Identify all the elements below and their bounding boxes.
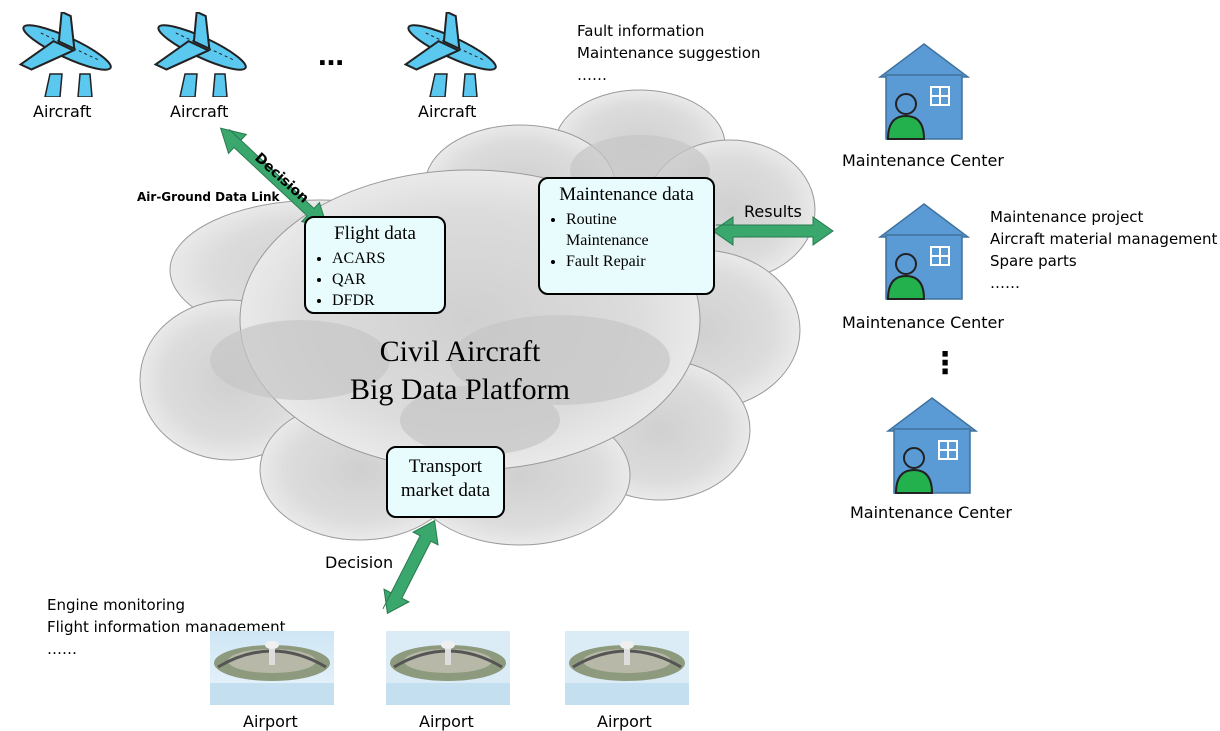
maintenance-center-label: Maintenance Center [842,313,1004,332]
air-ground-arrow [219,127,329,229]
maintenance-data-title: Maintenance data [559,184,694,205]
note-line: Spare parts [990,252,1077,270]
aircraft-label: Aircraft [170,102,229,121]
maintenance-center-house-icon [886,397,978,494]
note-line: Maintenance suggestion [577,44,761,62]
transport-market-box: Transport market data [386,446,505,518]
airport-image [210,631,334,705]
note-line: …… [47,640,77,658]
transport-title-line: Transport [408,456,483,477]
flight-data-item: QAR [332,269,444,290]
airport-image [386,631,510,705]
platform-title: Civil Aircraft Big Data Platform [330,333,590,409]
maintenance-data-item: Fault Repair [566,251,703,272]
flight-data-title: Flight data [334,223,416,244]
maintenance-center-label: Maintenance Center [850,503,1012,522]
maintenance-center-label: Maintenance Center [842,151,1004,170]
results-label: Results [744,202,802,221]
aircraft-label: Aircraft [33,102,92,121]
aircraft-icon [153,12,247,97]
flight-data-item: ACARS [332,248,444,269]
note-line: Fault information [577,22,705,40]
note-line: Aircraft material management [990,230,1218,248]
airport-image [565,631,689,705]
note-line: Engine monitoring [47,596,186,614]
fault-info-note: Fault information Maintenance suggestion… [577,20,761,86]
note-line: …… [990,274,1020,292]
airport-label: Airport [597,712,652,731]
transport-title-line: market data [400,480,491,501]
decision-bottom-label: Decision [325,553,394,572]
flight-data-item: DFDR [332,290,444,311]
flight-data-list: ACARS QAR DFDR [306,248,444,311]
maintenance-project-note: Maintenance project Aircraft material ma… [990,206,1217,294]
airport-label: Airport [243,712,298,731]
maintenance-data-item: Routine Maintenance [566,209,666,251]
maintenance-data-box: Maintenance data Routine Maintenance Fau… [538,177,715,295]
aircraft-icon [403,12,497,97]
maintenance-data-list: Routine Maintenance Fault Repair [540,209,713,272]
note-line: …… [577,66,607,84]
aircraft-ellipsis: … [318,42,344,72]
platform-title-line: Civil Aircraft [379,335,541,368]
flight-data-box: Flight data ACARS QAR DFDR [304,216,446,314]
aircraft-icon [18,12,112,97]
vertical-dots-icon: ⋮ [930,346,960,381]
air-ground-link-label: Air-Ground Data Link [137,190,280,204]
platform-title-line: Big Data Platform [350,373,570,406]
maintenance-center-house-icon [878,43,970,140]
note-line: Maintenance project [990,208,1144,226]
maintenance-center-house-icon [878,203,970,300]
decision-arrow [382,519,439,615]
results-arrow [712,216,834,246]
aircraft-label: Aircraft [418,102,477,121]
airport-label: Airport [419,712,474,731]
